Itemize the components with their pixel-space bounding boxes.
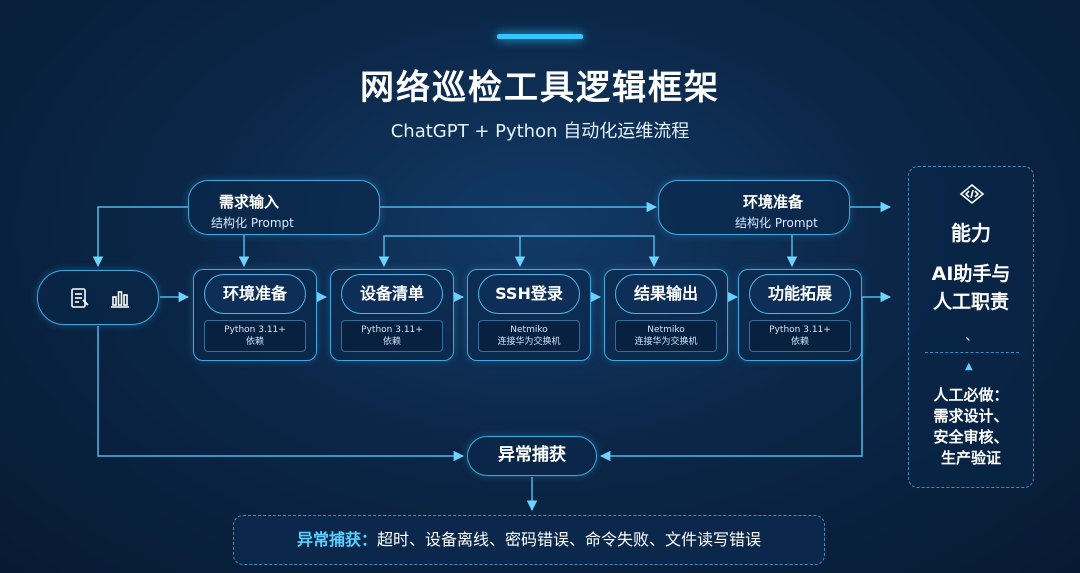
page-subtitle: ChatGPT + Python 自动化运维流程 [390, 121, 690, 142]
requirement-input-title: 需求输入 [219, 193, 280, 211]
step-device-list: 设备清单 Python 3.11+ 依赖 [330, 269, 454, 361]
step-device-list-detail: Python 3.11+ 依赖 [341, 320, 443, 352]
step-feature-extension: 功能拓展 Python 3.11+ 依赖 [738, 269, 862, 361]
env-prep-top-title: 环境准备 [743, 193, 804, 211]
human-duties-title: 人工必做： [933, 386, 1009, 404]
top-accent-bar [497, 34, 583, 39]
step-result-output: 结果输出 Netmiko 连接华为交换机 [604, 269, 728, 361]
step-env-prep: 环境准备 Python 3.11+ 依赖 [193, 269, 317, 361]
ai-line-1: AI助手与 [931, 263, 1011, 285]
chart-icon [111, 291, 129, 308]
step-feature-extension-line1: Python 3.11+ [769, 325, 831, 335]
capability-panel: 能力 AI助手与 人工职责 、 ▲ 人工必做： 需求设计、 安全审核、 生产验证 [908, 166, 1034, 488]
step-device-list-line1: Python 3.11+ [361, 325, 423, 335]
document-icon [71, 288, 89, 308]
capability-title: 能力 [951, 221, 991, 245]
step-device-list-title: 设备清单 [341, 274, 443, 314]
step-feature-extension-title: 功能拓展 [749, 274, 851, 314]
connector-start-to-exception [97, 326, 465, 462]
step-ssh-login: SSH登录 Netmiko 连接华为交换机 [467, 269, 591, 361]
requirement-input-sub: 结构化 Prompt [211, 216, 294, 230]
human-duties: 人工必做： 需求设计、 安全审核、 生产验证 [909, 385, 1033, 469]
triangle-icon: ▲ [965, 361, 973, 372]
connector-loop-to-start [92, 206, 188, 268]
exception-summary-items: 超时、设备离线、密码错误、命令失败、文件读写错误 [377, 530, 762, 549]
brain-icon [959, 183, 985, 205]
panel-divider [925, 352, 1019, 353]
exception-node: 异常捕获 [467, 436, 597, 476]
step-result-output-line2: 连接华为交换机 [634, 337, 698, 347]
human-duty-item: 安全审核、 [933, 428, 1009, 446]
page-title: 网络巡检工具逻辑框架 [360, 68, 720, 108]
human-duty-item: 需求设计、 [933, 407, 1009, 425]
step-ssh-login-detail: Netmiko 连接华为交换机 [478, 320, 580, 352]
step-env-prep-detail: Python 3.11+ 依赖 [204, 320, 306, 352]
step-result-output-detail: Netmiko 连接华为交换机 [615, 320, 717, 352]
ai-line-2: 人工职责 [932, 291, 1009, 313]
step-feature-extension-detail: Python 3.11+ 依赖 [749, 320, 851, 352]
step-result-output-line1: Netmiko [647, 325, 685, 335]
ai-responsibility: AI助手与 人工职责 [909, 260, 1033, 316]
connector-bracket [378, 235, 660, 268]
step-ssh-login-line2: 连接华为交换机 [497, 337, 561, 347]
exception-summary-label: 异常捕获： [296, 530, 377, 549]
step-env-prep-line1: Python 3.11+ [224, 325, 286, 335]
step-env-prep-line2: 依赖 [245, 337, 264, 347]
step-device-list-line2: 依赖 [382, 337, 401, 347]
env-prep-top-node: 环境准备 结构化 Prompt [658, 180, 850, 235]
panel-comma: 、 [965, 328, 979, 344]
step-ssh-login-title: SSH登录 [478, 274, 580, 314]
env-prep-top-sub: 结构化 Prompt [735, 216, 818, 230]
connector-right-to-exception [599, 297, 863, 462]
requirement-input-node: 需求输入 结构化 Prompt [188, 180, 380, 235]
exception-summary-bar: 异常捕获：超时、设备离线、密码错误、命令失败、文件读写错误 [233, 515, 825, 565]
step-feature-extension-line2: 依赖 [790, 337, 809, 347]
step-ssh-login-line1: Netmiko [510, 325, 548, 335]
step-env-prep-title: 环境准备 [204, 274, 306, 314]
step-result-output-title: 结果输出 [615, 274, 717, 314]
start-node [37, 270, 159, 325]
human-duty-item: 生产验证 [940, 449, 1001, 467]
